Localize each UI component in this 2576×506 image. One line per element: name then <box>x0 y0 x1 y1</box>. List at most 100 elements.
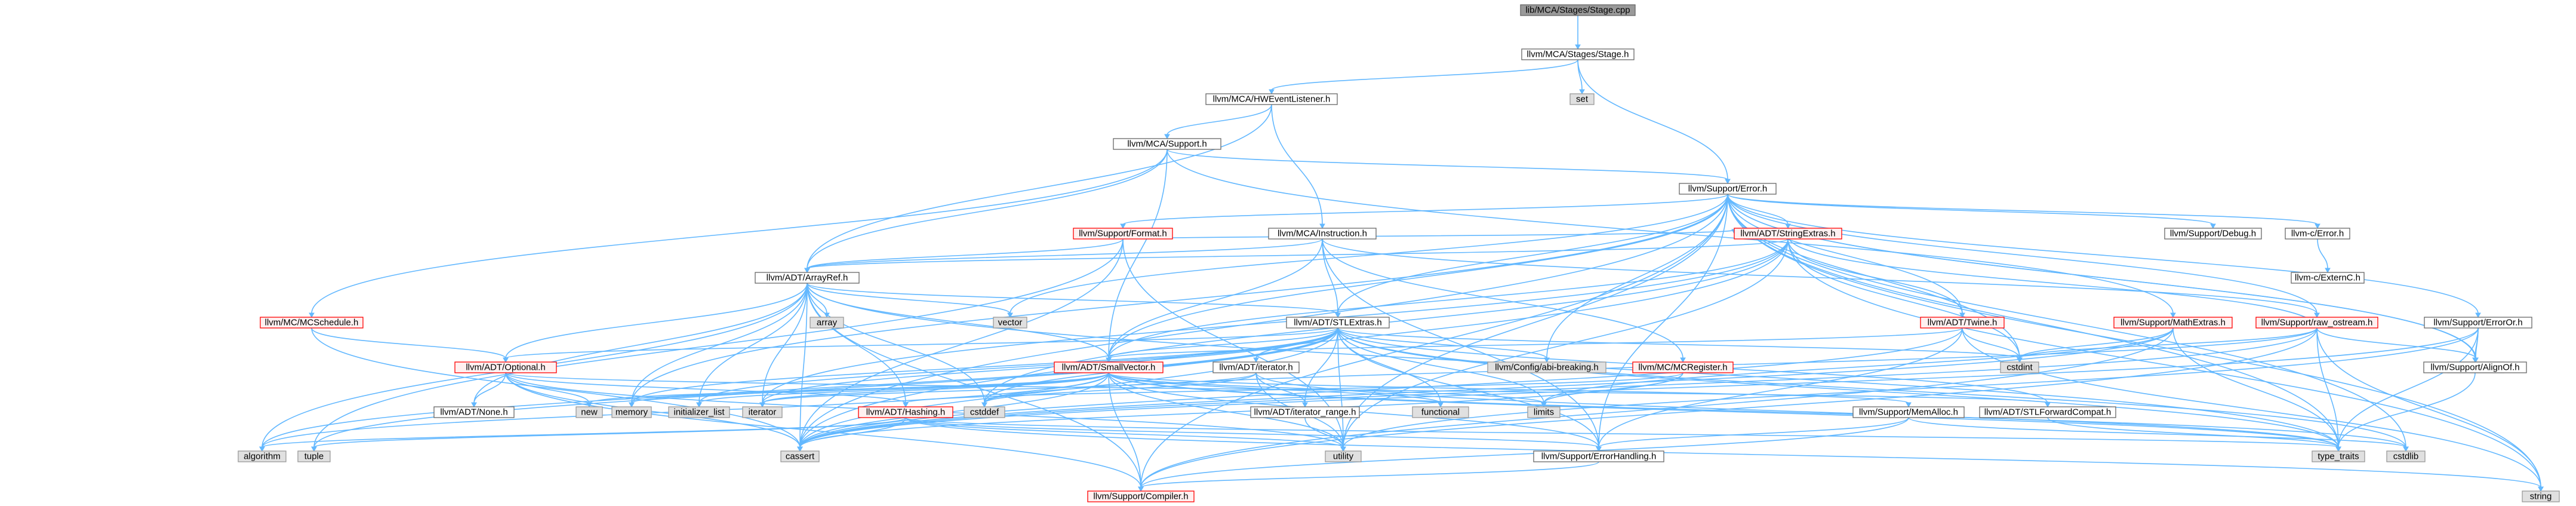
node-aligntof[interactable]: llvm/Support/AlignOf.h <box>2423 361 2527 373</box>
node-label: llvm/ADT/STLExtras.h <box>1294 318 1382 328</box>
node-label: llvm/Support/MemAlloc.h <box>1859 407 1958 418</box>
node-new: new <box>575 406 603 418</box>
edge-arrayref-to-vector <box>807 283 1013 318</box>
node-box <box>1268 228 1377 240</box>
node-label: llvm/ADT/iterator_range.h <box>1254 407 1356 418</box>
node-smallvector[interactable]: llvm/ADT/SmallVector.h <box>1054 361 1164 373</box>
node-initializer-list: initializer_list <box>668 406 730 418</box>
node-config-abi: llvm/Config/abi-breaking.h <box>1487 361 1606 373</box>
node-instruction-h[interactable]: llvm/MCA/Instruction.h <box>1268 228 1377 240</box>
node-c-externc[interactable]: llvm-c/ExternC.h <box>2291 272 2365 284</box>
node-box <box>2386 450 2426 462</box>
node-label: type_traits <box>2318 452 2359 462</box>
node-label: llvm/Support/Debug.h <box>2170 229 2256 239</box>
node-box <box>1920 317 2005 329</box>
node-box <box>611 406 652 418</box>
node-box <box>1212 361 1300 373</box>
node-support-h[interactable]: llvm/MCA/Support.h <box>1113 138 1221 150</box>
node-iterator-range[interactable]: llvm/ADT/iterator_range.h <box>1250 406 1360 418</box>
node-iterator-h[interactable]: llvm/ADT/iterator.h <box>1212 361 1300 373</box>
node-label: functional <box>1421 407 1460 418</box>
edge-error_h-to-cstdint <box>1727 194 2023 363</box>
edge-memalloc-to-compiler <box>1138 417 1909 492</box>
node-functional: functional <box>1412 406 1469 418</box>
node-stringextras[interactable]: llvm/ADT/StringExtras.h <box>1734 228 1842 240</box>
node-stage-cpp[interactable]: lib/MCA/Stages/Stage.cpp <box>1520 4 1636 16</box>
edge-aligntof-to-type_traits <box>2335 372 2476 452</box>
edge-mcschedule-to-cassert <box>311 327 803 452</box>
edge-smallvector-to-limits <box>1108 372 1547 408</box>
node-memalloc[interactable]: llvm/Support/MemAlloc.h <box>1852 406 1965 418</box>
node-label: llvm/Support/Compiler.h <box>1093 492 1188 502</box>
node-hashing[interactable]: llvm/ADT/Hashing.h <box>858 406 953 418</box>
node-label: lib/MCA/Stages/Stage.cpp <box>1525 5 1630 16</box>
node-cstdint: cstdint <box>2000 361 2039 373</box>
edge-stringextras-to-utility <box>1340 238 1789 452</box>
node-label: llvm-c/Error.h <box>2291 229 2344 239</box>
edge-optional-to-none <box>471 372 506 408</box>
edge-smallvector-to-memalloc <box>1108 372 1912 408</box>
node-none[interactable]: llvm/ADT/None.h <box>433 406 515 418</box>
node-raw-ostream[interactable]: llvm/Support/raw_ostream.h <box>2255 317 2378 329</box>
node-arrayref[interactable]: llvm/ADT/ArrayRef.h <box>755 272 860 284</box>
node-box <box>1487 361 1606 373</box>
node-box <box>2000 361 2039 373</box>
node-label: array <box>817 318 838 328</box>
node-mcregister[interactable]: llvm/MC/MCRegister.h <box>1632 361 1734 373</box>
node-label: initializer_list <box>673 407 725 418</box>
node-formats[interactable]: llvm/Support/Format.h <box>1073 228 1173 240</box>
edge-stringextras-to-iterator <box>759 238 1789 408</box>
edge-hweventlistener-to-arrayref <box>804 104 1272 274</box>
node-box <box>1632 361 1734 373</box>
node-cstdlib: cstdlib <box>2386 450 2426 462</box>
node-label: llvm/MCA/HWEventListener.h <box>1213 94 1331 105</box>
edge-stringextras-to-smallvector <box>1106 238 1789 363</box>
node-label: llvm/Support/Error.h <box>1688 184 1768 194</box>
edge-smallvector-to-new <box>586 372 1109 408</box>
node-box <box>1569 93 1595 105</box>
edge-support_h-to-error_h <box>1167 149 1731 185</box>
node-box <box>1520 4 1636 16</box>
edge-stage_cpp-to-stage_h <box>1575 16 1581 50</box>
node-box <box>1521 48 1635 60</box>
node-stlforward[interactable]: llvm/ADT/STLForwardCompat.h <box>1979 406 2116 418</box>
edge-mcschedule-to-optional <box>311 327 509 363</box>
edge-hashing-to-string <box>905 417 2544 492</box>
node-hweventlistener[interactable]: llvm/MCA/HWEventListener.h <box>1205 93 1338 105</box>
node-box <box>993 317 1027 329</box>
node-limits: limits <box>1527 406 1561 418</box>
node-compiler[interactable]: llvm/Support/Compiler.h <box>1087 490 1195 502</box>
node-label: llvm/ADT/ArrayRef.h <box>767 273 848 283</box>
node-label: string <box>2530 492 2552 502</box>
nodes-layer: lib/MCA/Stages/Stage.cpp llvm/MCA/Stages/… <box>238 4 2560 502</box>
node-box <box>2255 317 2378 329</box>
node-stage-h[interactable]: llvm/MCA/Stages/Stage.h <box>1521 48 1635 60</box>
node-erroror[interactable]: llvm/Support/ErrorOr.h <box>2424 317 2532 329</box>
edge-error_h-to-string <box>1727 194 2544 492</box>
node-box <box>433 406 515 418</box>
edge-optional-to-hashing <box>505 372 909 408</box>
node-box <box>755 272 860 284</box>
node-c-error[interactable]: llvm-c/Error.h <box>2285 228 2350 240</box>
edge-memalloc-to-cstdlib <box>1908 417 2409 452</box>
edge-stlextras-to-config_abi <box>1337 327 1550 363</box>
node-label: set <box>1576 94 1589 105</box>
node-set: set <box>1569 93 1595 105</box>
node-label: llvm/MCA/Stages/Stage.h <box>1527 50 1629 60</box>
node-stlextras[interactable]: llvm/ADT/STLExtras.h <box>1286 317 1390 329</box>
node-mathextras[interactable]: llvm/Support/MathExtras.h <box>2113 317 2233 329</box>
node-debug-h[interactable]: llvm/Support/Debug.h <box>2164 228 2262 240</box>
node-label: tuple <box>304 452 324 462</box>
node-mcschedule[interactable]: llvm/MC/MCSchedule.h <box>260 317 364 329</box>
node-twine[interactable]: llvm/ADT/Twine.h <box>1920 317 2005 329</box>
node-array: array <box>810 317 844 329</box>
node-vector: vector <box>993 317 1027 329</box>
node-optional[interactable]: llvm/ADT/Optional.h <box>454 361 557 373</box>
node-label: llvm/MCA/Instruction.h <box>1278 229 1367 239</box>
edge-stlforward-to-type_traits <box>2047 417 2341 452</box>
node-box <box>1412 406 1469 418</box>
node-error-h[interactable]: llvm/Support/Error.h <box>1679 183 1777 195</box>
node-box <box>964 406 1005 418</box>
node-label: llvm/Support/MathExtras.h <box>2120 318 2226 328</box>
node-errorhandling[interactable]: llvm/Support/ErrorHandling.h <box>1533 450 1664 462</box>
